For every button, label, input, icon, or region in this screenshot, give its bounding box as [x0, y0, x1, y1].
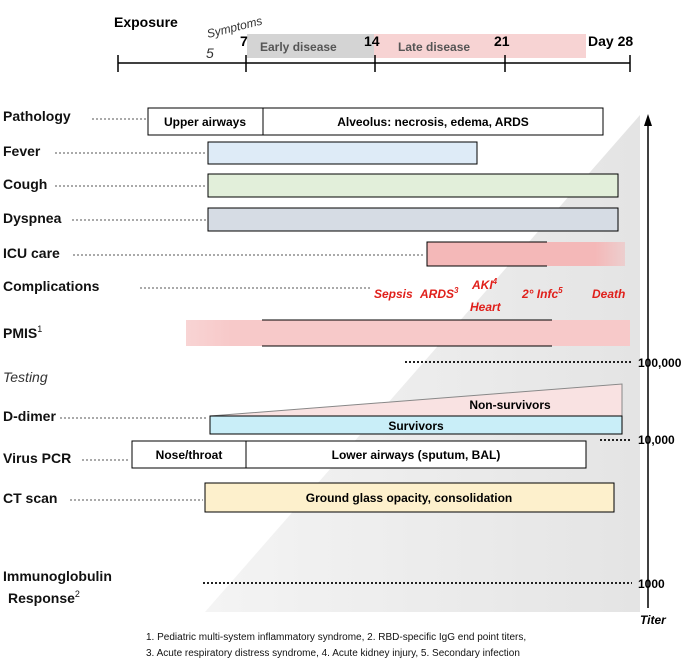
dyspnea-bar — [207, 207, 619, 232]
complication-secondary-infection: 2° Infc5 — [521, 286, 563, 301]
survivors-label: Survivors — [388, 419, 444, 433]
day21-label: 21 — [494, 33, 510, 49]
row-label-immunoglobulin: Immunoglobulin — [3, 568, 112, 584]
ct-scan-label: Ground glass opacity, consolidation — [306, 491, 512, 505]
early-disease-band — [247, 34, 374, 58]
row-label-dyspnea: Dyspnea — [3, 210, 62, 226]
row-label-ddimer: D-dimer — [3, 408, 56, 424]
nose-throat-label: Nose/throat — [156, 448, 223, 462]
titer-arrow-head — [644, 114, 652, 126]
row-label-response: Response2 — [8, 589, 80, 606]
row-label-ct-scan: CT scan — [3, 490, 57, 506]
footnote-line-1: 1. Pediatric multi-system inflammatory s… — [146, 632, 526, 643]
row-label-testing: Testing — [3, 369, 48, 385]
icu-care-bar — [427, 242, 625, 266]
nose-throat-bar — [131, 440, 247, 469]
timeline: Early disease Late disease Exposure Symp… — [114, 14, 633, 72]
survivors-bar — [209, 415, 623, 435]
alveolus-bar — [262, 107, 604, 136]
complication-sepsis: Sepsis — [374, 287, 413, 301]
titer-label: Titer — [640, 613, 667, 627]
row-label-virus-pcr: Virus PCR — [3, 450, 71, 466]
lower-airways-label: Lower airways (sputum, BAL) — [332, 448, 501, 462]
icu-care-outline — [426, 241, 547, 267]
titer-100000-label: 100,000 — [638, 356, 682, 370]
complication-death: Death — [592, 287, 625, 301]
complication-aki: AKI4 — [471, 277, 498, 292]
row-label-cough: Cough — [3, 176, 47, 192]
cough-bar — [207, 173, 619, 198]
pmis-bar — [186, 320, 630, 346]
complication-ards: ARDS3 — [419, 286, 459, 301]
titer-1000-label: 1000 — [638, 577, 665, 591]
day7-label: 7 — [240, 33, 248, 49]
early-disease-label: Early disease — [260, 40, 337, 54]
exposure-label: Exposure — [114, 14, 178, 30]
complication-heart: Heart — [470, 300, 502, 314]
late-disease-label: Late disease — [398, 40, 470, 54]
fever-bar — [207, 141, 478, 165]
row-label-pmis: PMIS1 — [3, 324, 42, 341]
day5-label: 5 — [206, 45, 214, 61]
upper-airways-bar — [147, 107, 264, 136]
titer-10000-label: 10,000 — [638, 433, 675, 447]
upper-airways-label: Upper airways — [164, 115, 246, 129]
alveolus-label: Alveolus: necrosis, edema, ARDS — [337, 115, 529, 129]
lower-airways-bar — [245, 440, 587, 469]
day14-label: 14 — [364, 33, 380, 49]
day28-label: Day 28 — [588, 33, 633, 49]
row-label-pathology: Pathology — [3, 108, 71, 124]
footnote-line-2: 3. Acute respiratory distress syndrome, … — [146, 648, 520, 659]
non-survivors-label: Non-survivors — [469, 398, 551, 412]
row-label-icu: ICU care — [3, 245, 60, 261]
late-disease-band — [374, 34, 586, 58]
row-label-fever: Fever — [3, 143, 41, 159]
ct-scan-bar — [204, 482, 615, 513]
row-label-complications: Complications — [3, 278, 100, 294]
